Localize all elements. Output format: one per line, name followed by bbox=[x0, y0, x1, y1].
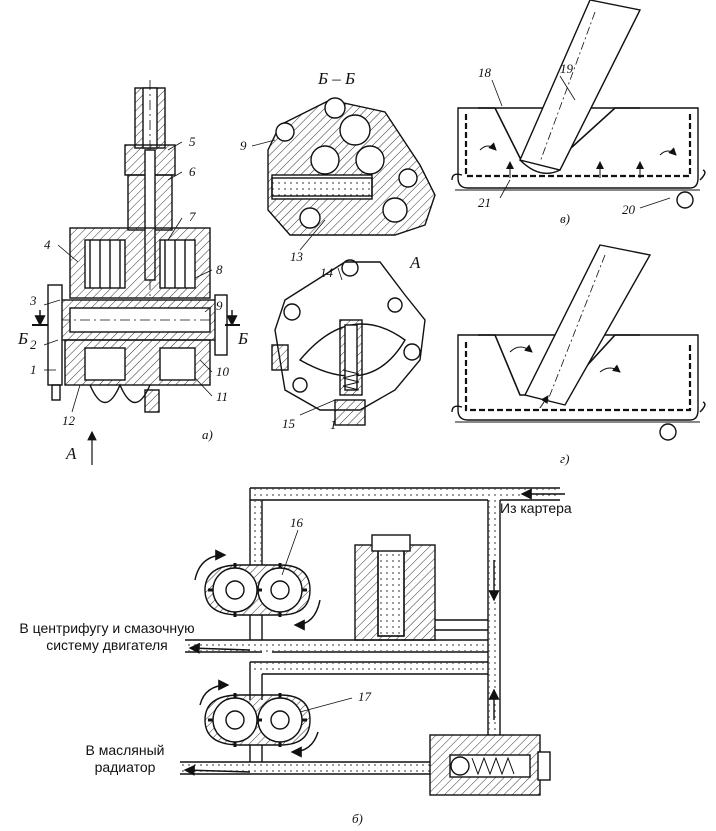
label-4: 4 bbox=[44, 237, 51, 252]
view-arrow-a-label: А bbox=[66, 444, 77, 463]
label-2: 2 bbox=[30, 337, 37, 352]
oil-circuit-scheme bbox=[180, 487, 565, 796]
label-21: 21 bbox=[478, 195, 491, 210]
label-8: 8 bbox=[216, 262, 223, 277]
section-mark-left: Б bbox=[18, 329, 29, 348]
label-15: 15 bbox=[282, 416, 295, 431]
label-5: 5 bbox=[189, 134, 196, 149]
tank-view-v bbox=[451, 0, 706, 209]
flow-label-radiator-line2: радиатор bbox=[94, 759, 156, 775]
flow-label-centrifuge-line1: В центрифугу и смазочную bbox=[19, 620, 195, 636]
label-1: 1 bbox=[30, 362, 37, 377]
label-17: 17 bbox=[358, 689, 371, 704]
flow-label-from-crankcase: Из картера bbox=[500, 500, 572, 516]
flow-label-centrifuge-line2: систему двигателя bbox=[46, 637, 168, 653]
label-6: 6 bbox=[189, 164, 196, 179]
label-9-section: 9 bbox=[240, 138, 247, 153]
label-7: 7 bbox=[189, 209, 196, 224]
label-9: 9 bbox=[216, 298, 223, 313]
view-a-title: А bbox=[410, 253, 421, 272]
flow-label-radiator-line1: В масляный bbox=[85, 742, 165, 758]
caption-a: а) bbox=[202, 427, 213, 442]
label-19: 19 bbox=[560, 61, 573, 76]
label-11: 11 bbox=[216, 389, 229, 404]
label-1-view-a: 1 bbox=[330, 417, 337, 432]
caption-v: в) bbox=[560, 211, 570, 226]
label-16: 16 bbox=[290, 515, 303, 530]
label-20: 20 bbox=[622, 202, 635, 217]
label-10: 10 bbox=[216, 364, 229, 379]
tank-view-g bbox=[451, 244, 706, 441]
label-18: 18 bbox=[478, 65, 491, 80]
relief-valve-lower bbox=[429, 734, 551, 796]
gear-pump-16 bbox=[194, 549, 321, 631]
gear-pump-17 bbox=[199, 679, 353, 758]
section-bb-title: Б – Б bbox=[318, 69, 356, 88]
caption-g: г) bbox=[560, 451, 570, 466]
relief-valve-upper bbox=[354, 534, 488, 641]
label-14: 14 bbox=[320, 265, 333, 280]
caption-b: б) bbox=[352, 811, 363, 826]
section-bb-view bbox=[251, 97, 436, 251]
label-13: 13 bbox=[290, 249, 303, 264]
pump-section-view bbox=[32, 80, 240, 465]
label-3: 3 bbox=[30, 293, 37, 308]
view-a bbox=[271, 259, 426, 426]
section-mark-right: Б bbox=[238, 329, 249, 348]
label-12: 12 bbox=[62, 413, 75, 428]
